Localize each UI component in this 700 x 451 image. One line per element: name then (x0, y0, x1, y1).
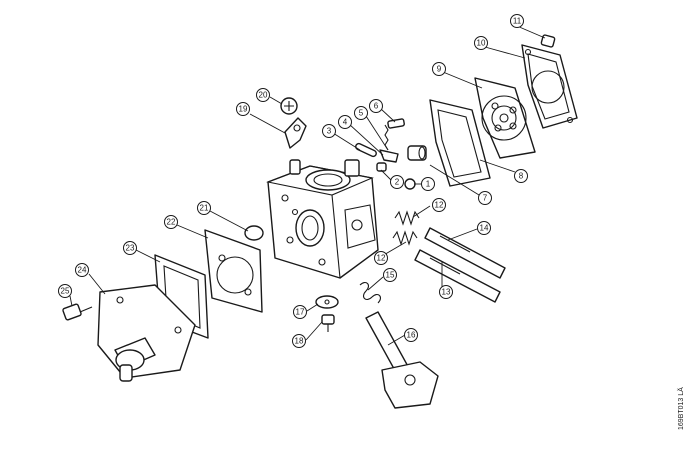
callout-15: 15 (383, 268, 397, 282)
callout-12-lower: 12 (374, 251, 388, 265)
gasket-part-8 (429, 99, 491, 187)
callout-label: 25 (61, 287, 70, 296)
callout-12-upper: 12 (432, 198, 446, 212)
washer-part-17 (315, 295, 339, 309)
callout-label: 10 (477, 39, 486, 48)
callout-label: 16 (407, 331, 416, 340)
callout-label: 4 (343, 118, 348, 127)
callout-5: 5 (354, 106, 368, 120)
reference-code: 169BT013 LÄ (677, 387, 685, 430)
callout-20: 20 (256, 88, 270, 102)
carburetor-body (266, 159, 379, 279)
throttle-shaft-part-16 (365, 311, 439, 409)
screw-part-20 (280, 97, 298, 115)
callout-16: 16 (404, 328, 418, 342)
plug-part-21 (244, 225, 264, 241)
callout-4: 4 (338, 115, 352, 129)
screw-part-18 (321, 314, 335, 332)
callout-2: 2 (390, 175, 404, 189)
cap-part-7 (407, 145, 427, 161)
callout-13: 13 (439, 285, 453, 299)
leader-lines (69, 25, 546, 346)
adjusting-screw-part-14 (424, 227, 506, 279)
callout-label: 12 (377, 254, 386, 263)
callout-label: 11 (513, 17, 522, 26)
callout-label: 2 (395, 178, 400, 187)
plug-part-1 (404, 178, 416, 190)
callout-label: 6 (374, 102, 379, 111)
callout-label: 24 (78, 266, 87, 275)
callout-22: 22 (164, 215, 178, 229)
callout-label: 12 (435, 201, 444, 210)
callout-23: 23 (123, 241, 137, 255)
screw-part-25 (62, 303, 93, 321)
callout-label: 19 (239, 105, 248, 114)
lever-part-4 (379, 149, 399, 163)
spring-part-12-lower (392, 230, 418, 246)
callout-label: 1 (426, 180, 431, 189)
spring-part-15 (359, 282, 381, 304)
callout-9: 9 (432, 62, 446, 76)
callout-label: 14 (480, 224, 489, 233)
screw-part-6 (387, 118, 405, 129)
callout-label: 18 (295, 337, 304, 346)
callout-10: 10 (474, 36, 488, 50)
callout-label: 7 (483, 194, 488, 203)
callout-label: 3 (327, 127, 332, 136)
callout-label: 17 (296, 308, 305, 317)
bracket-part-19 (284, 117, 307, 149)
callout-25: 25 (58, 284, 72, 298)
needle-valve-part-2 (376, 162, 387, 172)
pump-cover-part-10 (521, 44, 578, 129)
callout-6: 6 (369, 99, 383, 113)
callout-label: 23 (126, 244, 135, 253)
callout-1: 1 (421, 177, 435, 191)
screw-part-11 (540, 34, 556, 48)
callout-label: 9 (437, 65, 442, 74)
callout-18: 18 (292, 334, 306, 348)
metering-diaphragm-part-22 (204, 229, 263, 313)
callout-3: 3 (322, 124, 336, 138)
adjusting-screw-part-13 (414, 249, 501, 303)
end-cover-part-24 (97, 284, 196, 382)
callout-label: 21 (200, 204, 209, 213)
callout-21: 21 (197, 201, 211, 215)
callout-label: 13 (442, 288, 451, 297)
pump-diaphragm-part-9 (474, 77, 536, 159)
callout-label: 5 (359, 109, 364, 118)
callout-17: 17 (293, 305, 307, 319)
callout-label: 8 (519, 172, 524, 181)
pin-part-3 (355, 142, 377, 158)
callout-19: 19 (236, 102, 250, 116)
callout-7: 7 (478, 191, 492, 205)
callout-label: 15 (386, 271, 395, 280)
callout-24: 24 (75, 263, 89, 277)
callout-label: 22 (167, 218, 176, 227)
callout-11: 11 (510, 14, 524, 28)
callout-8: 8 (514, 169, 528, 183)
callout-14: 14 (477, 221, 491, 235)
spring-part-12-upper (394, 210, 420, 226)
callout-label: 20 (259, 91, 268, 100)
